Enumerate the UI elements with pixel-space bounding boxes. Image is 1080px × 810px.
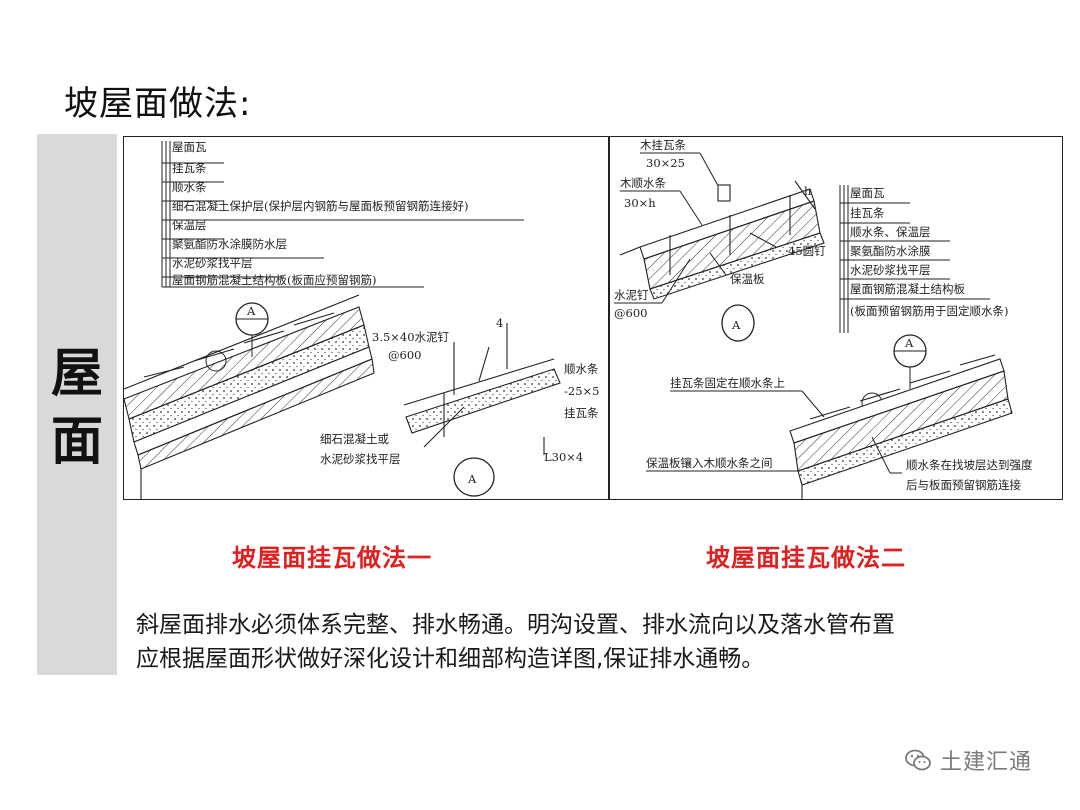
batten-size-left: -25×5: [564, 384, 599, 398]
side-label-char-1: 屋: [50, 344, 103, 404]
cement-nail-spacing-right: @600: [614, 306, 647, 320]
callout-left-bottom: [453, 457, 495, 497]
dim-h-right: h: [804, 184, 812, 198]
roof-section-right-top: [619, 180, 825, 300]
caption-right: 坡屋面挂瓦做法二: [706, 544, 906, 572]
legend-right-1: 屋面瓦: [850, 186, 885, 200]
tile-batten-left: 挂瓦条: [564, 406, 599, 420]
drawing-left-svg: 屋面瓦 挂瓦条 顺水条 细石混凝土保护层(保护层内钢筋与屋面板预留钢筋连接好) …: [124, 140, 599, 499]
nail-spacing-left: @600: [388, 348, 421, 362]
note-strength-1-right: 顺水条在找坡层达到强度: [906, 458, 1033, 472]
batten-label-left: 顺水条: [564, 362, 599, 376]
watermark: 土建汇通: [904, 744, 1032, 776]
legend-right-7: (板面预留钢筋用于固定顺水条): [850, 304, 1008, 318]
callout-right-bottom-label: A: [904, 336, 914, 350]
legend-right-2: 挂瓦条: [850, 206, 885, 220]
wechat-icon: [905, 749, 931, 771]
drawing-right-svg: 木挂瓦条 30×25 木顺水条 30×h h: [614, 138, 1033, 499]
callout-right-top-label: A: [731, 318, 741, 332]
nail-leaders-right: [614, 232, 777, 304]
body-text: 斜屋面排水必须体系完整、排水畅通。明沟设置、排水流向以及落水管布置 应根据屋面形…: [136, 608, 1056, 676]
legend-right-6: 屋面钢筋混凝土结构板: [850, 282, 965, 296]
nail-45-right: 45圆钉: [788, 244, 826, 258]
legend-left-7: 水泥砂浆找平层: [172, 256, 253, 270]
caption-left: 坡屋面挂瓦做法一: [232, 544, 432, 572]
wood-batten-size: 30×h: [624, 196, 656, 210]
legend-left-8: 屋面钢筋混凝土结构板(板面应预留钢筋): [172, 273, 376, 287]
callout-left-bottom-label: A: [467, 472, 477, 486]
note-embed-right: 保温板镶入木顺水条之间: [646, 456, 773, 470]
dim-4-left: 4: [496, 316, 503, 330]
legend-right-4: 聚氨酯防水涂膜: [850, 244, 931, 258]
roof-section-left: [124, 294, 375, 499]
wood-tile-batten: 木挂瓦条: [640, 138, 686, 152]
screed-label-2-left: 水泥砂浆找平层: [320, 452, 401, 466]
legend-left-1: 屋面瓦: [172, 140, 207, 154]
cement-nail-right: 水泥钉: [614, 288, 649, 302]
insulation-board-right: 保温板: [730, 272, 765, 286]
roof-section-right-bottom: [789, 354, 1013, 499]
watermark-text: 土建汇通: [940, 750, 1033, 775]
legend-left-5: 保温层: [172, 218, 207, 232]
body-line-1: 斜屋面排水必须体系完整、排水畅通。明沟设置、排水流向以及落水管布置: [136, 612, 895, 638]
drawing-left: 屋面瓦 挂瓦条 顺水条 细石混凝土保护层(保护层内钢筋与屋面板预留钢筋连接好) …: [124, 137, 608, 499]
note-fix-right: 挂瓦条固定在顺水条上: [670, 376, 785, 390]
body-line-2: 应根据屋面形状做好深化设计和细部构造详图,保证排水通畅。: [136, 646, 765, 672]
legend-left-2: 挂瓦条: [172, 161, 207, 175]
drawing-right: 木挂瓦条 30×25 木顺水条 30×h h: [610, 137, 1062, 499]
note-leaders-right: [646, 390, 902, 474]
legend-leaders-right: [839, 185, 990, 333]
wood-tile-size: 30×25: [646, 156, 685, 170]
page-title: 坡屋面做法:: [64, 84, 252, 124]
side-label-char-2: 面: [50, 412, 103, 472]
legend-right-5: 水泥砂浆找平层: [850, 263, 931, 277]
angle-size-left: L30×4: [544, 450, 583, 464]
screed-label-1-left: 细石混凝土或: [320, 432, 389, 446]
legend-leaders-left: [161, 141, 524, 288]
legend-left-6: 聚氨酯防水涂膜防水层: [172, 237, 287, 251]
legend-left-4: 细石混凝土保护层(保护层内钢筋与屋面板预留钢筋连接好): [172, 199, 468, 213]
drawing-frame: 屋面瓦 挂瓦条 顺水条 细石混凝土保护层(保护层内钢筋与屋面板预留钢筋连接好) …: [123, 136, 1063, 500]
callout-left-top-label: A: [246, 304, 256, 318]
nail-label-left: 3.5×40水泥钉: [372, 330, 450, 344]
nail-detail-left: [403, 323, 561, 455]
note-strength-2-right: 后与板面预留钢筋连接: [906, 478, 1021, 492]
side-band: 屋 面: [37, 134, 117, 675]
callout-right-top: [721, 304, 755, 342]
wood-batten: 木顺水条: [620, 176, 666, 190]
legend-right-3: 顺水条、保温层: [850, 225, 931, 239]
legend-left-3: 顺水条: [172, 180, 207, 194]
drawing-divider: [608, 137, 610, 499]
